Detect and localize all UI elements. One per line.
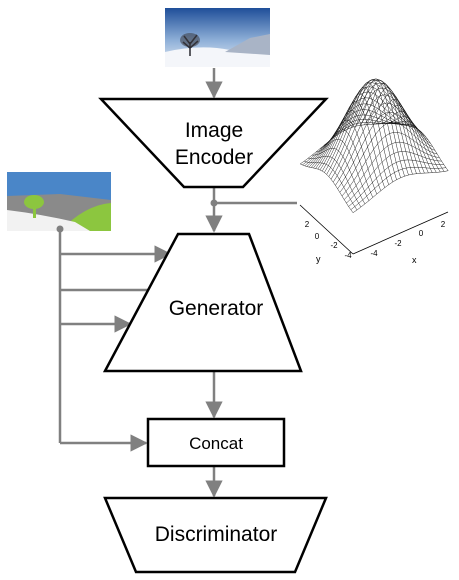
y-axis-label: y bbox=[316, 254, 321, 264]
mesh-line bbox=[395, 121, 449, 171]
y-tick-label: 0 bbox=[315, 232, 320, 241]
connectors bbox=[58, 68, 297, 498]
gaussian-surface-mesh bbox=[300, 78, 449, 213]
plot-axes bbox=[299, 204, 449, 255]
image-encoder-label-line2: Encoder bbox=[175, 146, 253, 169]
x-tick-label: 0 bbox=[419, 229, 424, 238]
mesh-line bbox=[300, 163, 354, 213]
y-tick-label: 2 bbox=[305, 220, 310, 229]
mesh-line bbox=[308, 109, 405, 168]
encoder-junction-dot bbox=[210, 199, 218, 207]
mesh-line bbox=[391, 122, 445, 172]
semantic-layout-thumbnail bbox=[7, 172, 111, 231]
mesh-line bbox=[350, 167, 447, 210]
mesh-line bbox=[306, 114, 403, 167]
generator-block bbox=[102, 232, 303, 373]
mesh-line bbox=[311, 103, 407, 168]
concat-block bbox=[146, 417, 286, 468]
x-tick-label: 2 bbox=[441, 220, 446, 229]
mesh-line bbox=[359, 82, 413, 175]
layout-junction-dot bbox=[56, 225, 64, 233]
x-axis-label: x bbox=[412, 255, 417, 265]
discriminator-label: Discriminator bbox=[155, 523, 278, 546]
x-tick-label: -4 bbox=[370, 249, 378, 258]
generator-label: Generator bbox=[169, 297, 264, 320]
mesh-line bbox=[323, 119, 378, 195]
discriminator-block bbox=[103, 496, 328, 574]
input-photo-thumbnail bbox=[165, 8, 270, 67]
mesh-line bbox=[319, 82, 416, 171]
concat-label: Concat bbox=[189, 434, 243, 453]
mesh-line bbox=[383, 116, 437, 173]
x-tick-label: -2 bbox=[394, 239, 402, 248]
y-tick-label: -4 bbox=[344, 251, 352, 260]
image-encoder-label-line1: Image bbox=[185, 119, 243, 142]
mesh-line bbox=[352, 170, 449, 213]
mesh-line bbox=[300, 121, 396, 165]
mesh-line bbox=[304, 119, 400, 166]
mesh-line bbox=[302, 122, 398, 166]
y-tick-label: -2 bbox=[330, 241, 338, 250]
gaussian-noise-plot: -4 -2 0 2 2 0 -2 -4 x y bbox=[299, 78, 449, 265]
image-encoder-block bbox=[98, 97, 329, 189]
mesh-line bbox=[333, 94, 429, 183]
